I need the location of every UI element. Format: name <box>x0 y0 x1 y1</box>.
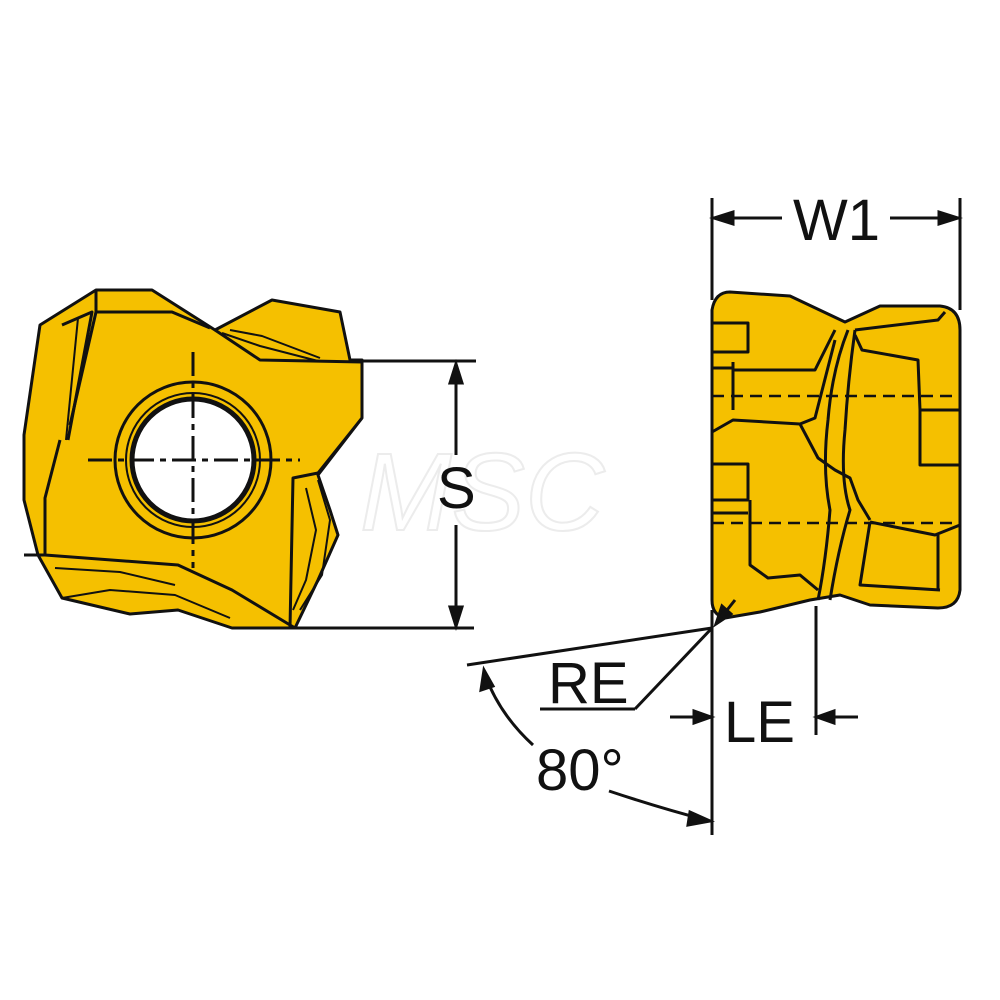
dimension-re-le-angle <box>466 599 858 835</box>
dimension-w1 <box>709 198 963 310</box>
s-dimension-label: S <box>437 456 476 521</box>
w1-dimension-label: W1 <box>793 188 880 253</box>
angle-dimension-label: 80° <box>536 738 624 803</box>
front-view <box>22 288 364 630</box>
watermark: MSC <box>360 431 606 554</box>
side-view <box>710 290 962 620</box>
dimension-s <box>295 359 476 631</box>
re-dimension-label: RE <box>548 651 629 716</box>
le-dimension-label: LE <box>724 690 795 755</box>
